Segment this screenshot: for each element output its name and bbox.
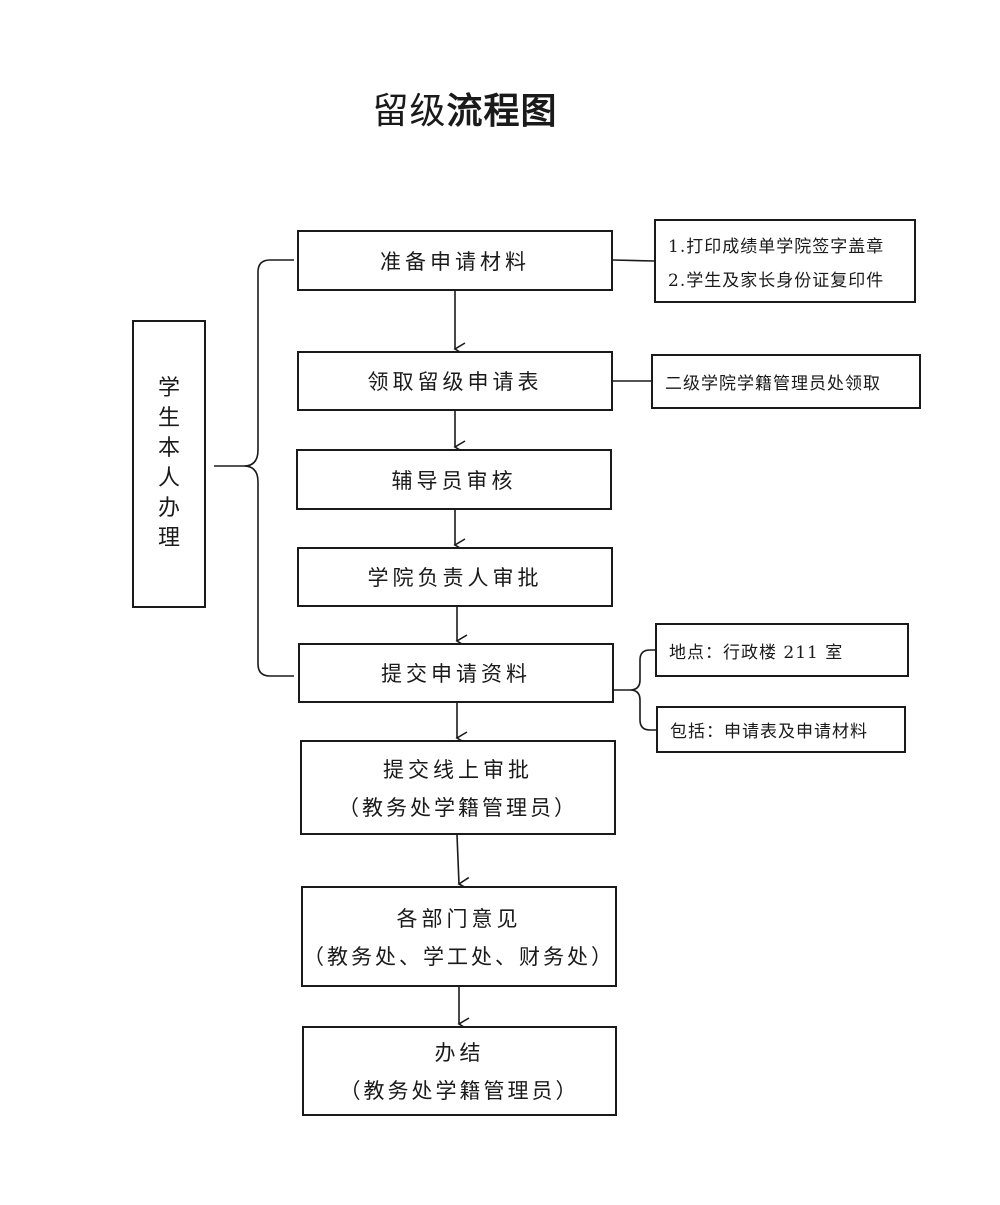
sidebar-char: 学	[157, 376, 180, 401]
step-submit-materials: 提交申请资料	[298, 643, 614, 703]
step-prepare-materials: 准备申请材料	[297, 230, 613, 291]
title-bold: 流程图	[446, 90, 558, 132]
page-title: 留级流程图	[0, 82, 930, 134]
step-online-approval: 提交线上审批 （教务处学籍管理员）	[300, 740, 616, 835]
step-label: 领取留级申请表	[367, 370, 543, 394]
title-light: 留级	[372, 91, 447, 132]
note-line: 包括：申请表及申请材料	[670, 722, 868, 742]
step-college-approval: 学院负责人审批	[297, 547, 613, 607]
note-line: 1.打印成绩单学院签字盖章	[668, 236, 885, 257]
step-label: 准备申请材料	[380, 249, 530, 274]
connector-prepare-note	[612, 259, 655, 262]
step-label: 各部门意见	[396, 906, 522, 931]
note-line: 地点：行政楼 211 室	[669, 642, 844, 663]
sidebar-char: 理	[157, 526, 180, 551]
arrow-online-to-departments	[456, 834, 470, 891]
step-sublabel: （教务处、学工处、财务处）	[303, 944, 615, 969]
step-label: 提交线上审批	[383, 757, 533, 782]
left-brace	[214, 259, 294, 677]
step-receive-form: 领取留级申请表	[297, 351, 613, 411]
note-includes: 包括：申请表及申请材料	[656, 706, 906, 753]
note-prepare-materials: 1.打印成绩单学院签字盖章 2.学生及家长身份证复印件	[654, 219, 916, 303]
brace-submit-notes	[613, 649, 656, 731]
step-label: 提交申请资料	[381, 662, 531, 686]
sidebar-char: 本	[157, 436, 180, 461]
step-counselor-review: 辅导员审核	[296, 449, 612, 510]
student-handles-box: 学 生 本 人 办 理	[132, 320, 206, 608]
note-receive-form: 二级学院学籍管理员处领取	[651, 354, 921, 409]
note-location: 地点：行政楼 211 室	[655, 623, 909, 677]
step-label: 办结	[434, 1041, 485, 1065]
sidebar-char: 生	[157, 406, 180, 431]
step-department-opinions: 各部门意见 （教务处、学工处、财务处）	[301, 886, 617, 987]
step-complete: 办结 （教务处学籍管理员）	[302, 1026, 617, 1116]
note-line: 二级学院学籍管理员处领取	[665, 374, 881, 394]
step-label: 辅导员审核	[391, 468, 517, 493]
note-line: 2.学生及家长身份证复印件	[668, 270, 885, 291]
sidebar-char: 人	[157, 466, 180, 491]
step-label: 学院负责人审批	[367, 566, 543, 590]
step-sublabel: （教务处学籍管理员）	[338, 795, 578, 820]
sidebar-char: 办	[157, 496, 180, 521]
step-sublabel: （教务处学籍管理员）	[339, 1079, 580, 1103]
